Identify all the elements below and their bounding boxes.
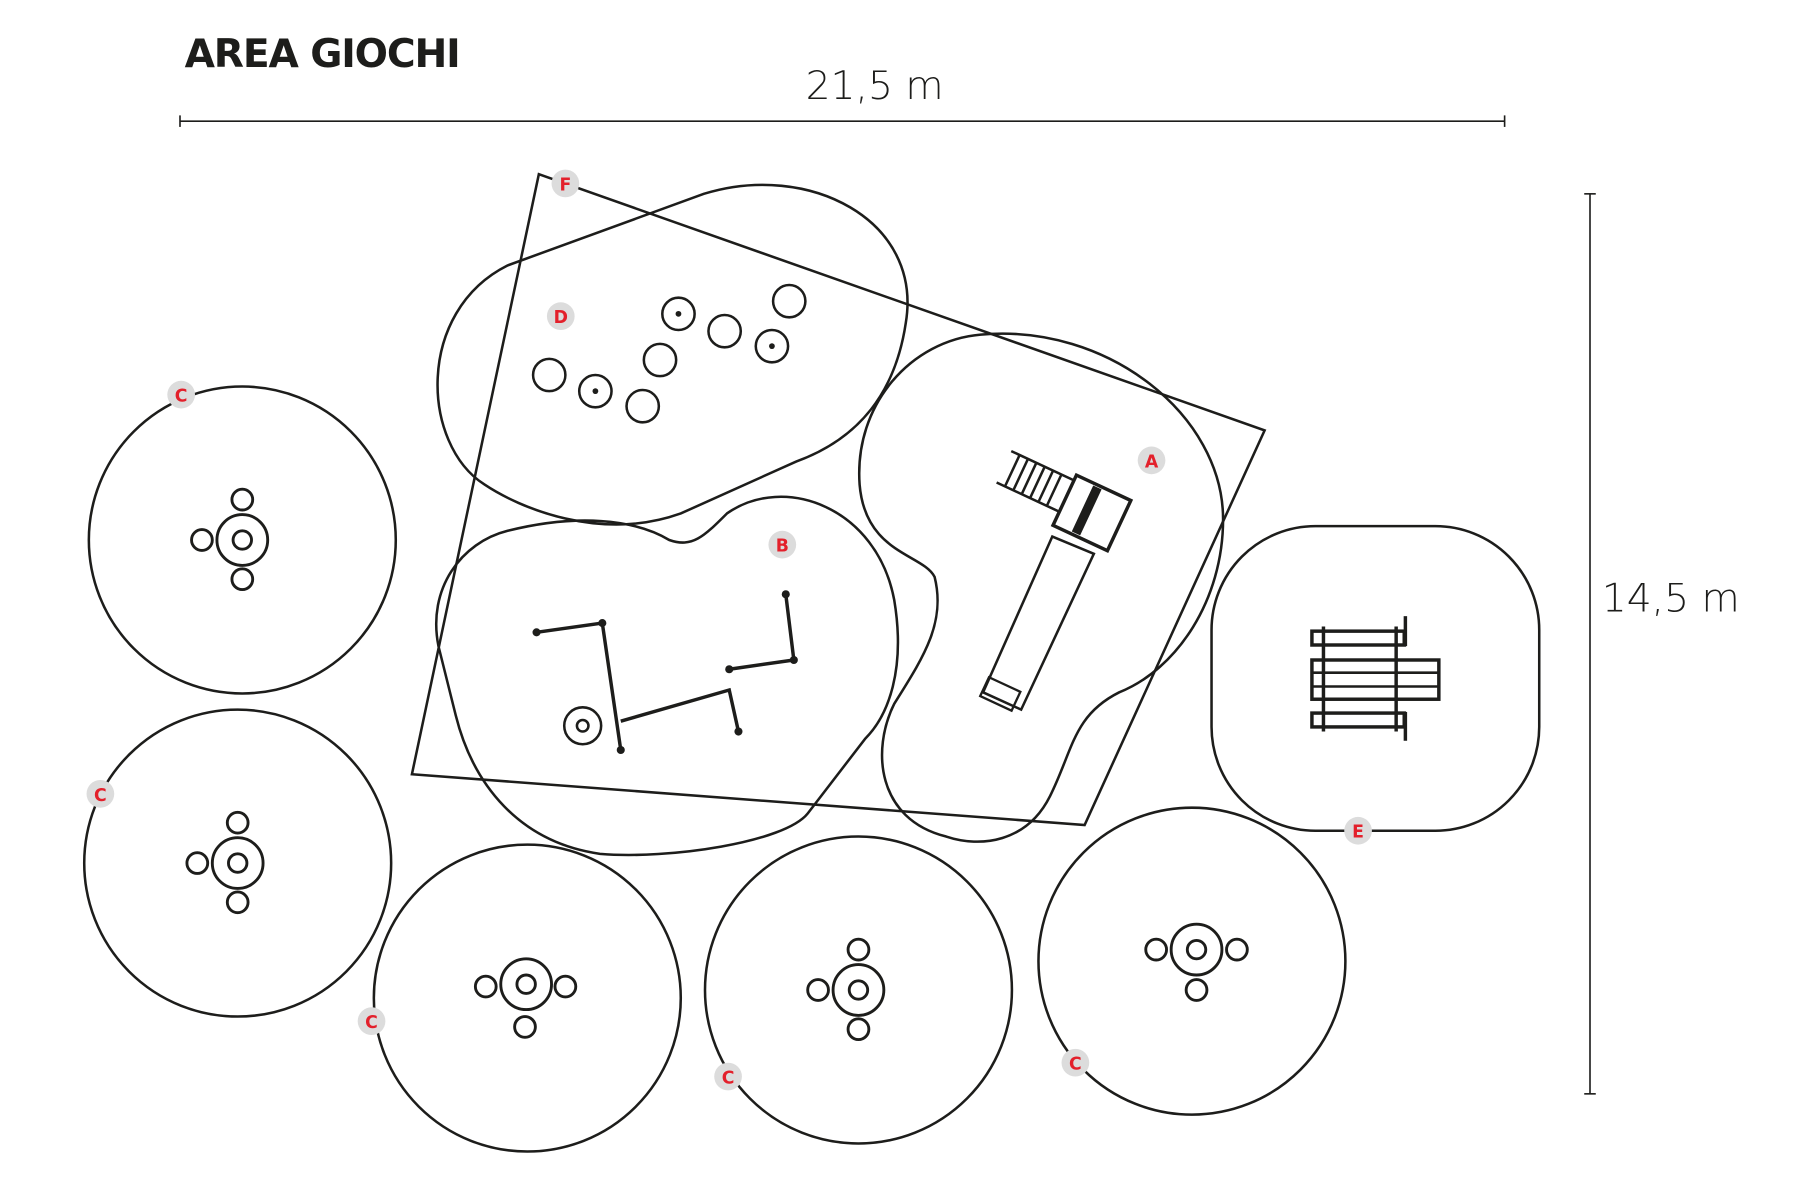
label-f: F: [551, 169, 580, 198]
label-c: C: [86, 780, 115, 808]
svg-text:C: C: [175, 387, 188, 407]
zone-e-boundary: [1210, 524, 1541, 833]
zone-f-boundary: [410, 172, 1267, 827]
svg-text:E: E: [1352, 823, 1364, 843]
bench-table: [1310, 616, 1441, 741]
label-c: C: [167, 380, 195, 409]
svg-text:C: C: [1069, 1055, 1082, 1075]
stepping-stones: [531, 283, 807, 424]
label-c: C: [357, 1007, 386, 1035]
svg-text:C: C: [94, 786, 107, 806]
label-e: E: [1344, 816, 1372, 845]
svg-text:B: B: [776, 537, 789, 557]
flower-seats: [185, 487, 1249, 1042]
svg-text:C: C: [365, 1013, 378, 1033]
svg-text:A: A: [1145, 452, 1159, 472]
height-dimension-label: 14,5 m: [1602, 577, 1740, 622]
label-a: A: [1137, 446, 1166, 475]
width-dimension-line: [179, 115, 1506, 127]
svg-text:F: F: [559, 175, 571, 195]
label-d: D: [546, 302, 575, 330]
label-c: C: [1061, 1048, 1090, 1077]
page-title: AREA GIOCHI: [185, 32, 460, 77]
label-c: C: [714, 1062, 742, 1091]
climbing-frame: [532, 590, 798, 755]
width-dimension-label: 21,5 m: [806, 64, 944, 109]
label-b: B: [768, 530, 797, 559]
zone-a-boundary: [857, 332, 1225, 843]
svg-text:C: C: [722, 1068, 735, 1088]
height-dimension-line: [1584, 193, 1596, 1095]
svg-text:D: D: [554, 308, 568, 328]
zone-b-boundary: [435, 495, 900, 857]
zone-d-boundary: [436, 183, 909, 526]
zone-c-circles: [82, 385, 1347, 1153]
slide-tower: [978, 449, 1134, 713]
